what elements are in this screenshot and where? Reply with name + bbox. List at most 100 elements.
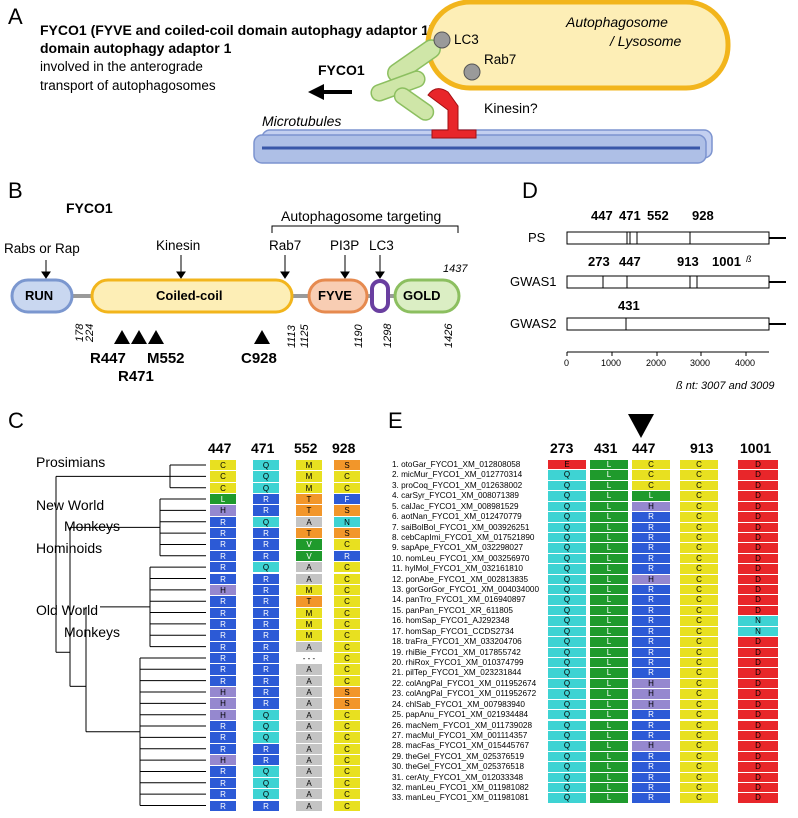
- c-cell: A: [296, 562, 322, 573]
- e-cell: L: [590, 553, 628, 564]
- c-cell: M: [296, 584, 322, 596]
- e-cell: Q: [548, 616, 586, 626]
- e-cell: C: [680, 532, 718, 543]
- d-g2-431: 431: [618, 298, 640, 313]
- e-cell: Q: [548, 522, 586, 532]
- c-cell: R: [210, 539, 236, 550]
- c-cell: R: [253, 652, 279, 664]
- down-arrow-icon: [628, 414, 654, 438]
- c-cell: R: [253, 539, 279, 550]
- e-row-label: 23. colAngPal_FYCO1_XM_011952672: [392, 689, 537, 699]
- c-cell: R: [210, 675, 236, 686]
- e-cell: Q: [548, 793, 586, 803]
- e-cell: C: [680, 689, 718, 699]
- c-cell: A: [296, 516, 322, 528]
- c-cell: R: [253, 675, 279, 686]
- e-row-label: 30. theGel_FYCO1_XM_025376518: [392, 762, 524, 772]
- e-cell: L: [590, 595, 628, 605]
- e-header-913: 913: [690, 440, 714, 456]
- c-cell: Q: [253, 482, 279, 494]
- c-cell: R: [253, 607, 279, 618]
- e-cell: E: [548, 460, 586, 470]
- c-cell: C: [334, 743, 360, 755]
- c-cell: M: [296, 607, 322, 618]
- e-cell: L: [590, 751, 628, 762]
- e-row-label: 15. panPan_FYCO1_XR_611805: [392, 605, 513, 615]
- c-cell: A: [296, 573, 322, 584]
- e-cell: Q: [548, 605, 586, 616]
- e-row-label: 5. calJac_FYCO1_XM_008981529: [392, 501, 519, 511]
- e-cell: C: [680, 730, 718, 741]
- e-cell: C: [680, 595, 718, 605]
- c-cell: C: [334, 573, 360, 584]
- group-owm-1: Old World: [36, 602, 98, 618]
- c-cell: Q: [253, 732, 279, 743]
- binder-lc3: LC3: [369, 238, 394, 253]
- e-cell: C: [680, 480, 718, 491]
- c-cell: C: [334, 732, 360, 743]
- e-row-label: 10. nomLeu_FYCO1_XM_003256970: [392, 553, 530, 563]
- e-cell: C: [680, 762, 718, 772]
- variant-r471: R471: [118, 368, 154, 385]
- e-cell: H: [632, 574, 670, 585]
- e-cell: D: [738, 491, 778, 501]
- e-cell: R: [632, 605, 670, 616]
- e-row-label: 14. panTro_FYCO1_XM_016940897: [392, 595, 526, 605]
- e-cell: C: [632, 470, 670, 480]
- e-cell: R: [632, 637, 670, 647]
- e-header-1001: 1001: [740, 440, 772, 456]
- c-cell: C: [334, 584, 360, 596]
- e-row-label: 20. rhiRox_FYCO1_XM_010374799: [392, 657, 524, 667]
- e-cell: Q: [548, 689, 586, 699]
- e-row-label: 11. hylMol_FYCO1_XM_032161810: [392, 564, 523, 574]
- c-cell: R: [210, 800, 236, 811]
- e-row-label: 29. theGel_FYCO1_XM_025376519: [392, 751, 524, 761]
- d-g1-1001: 1001: [712, 254, 741, 269]
- e-cell: L: [590, 574, 628, 585]
- gold-label: GOLD: [403, 288, 441, 303]
- e-cell: D: [738, 532, 778, 543]
- rab7-label: Rab7: [484, 52, 517, 67]
- e-cell: D: [738, 699, 778, 710]
- c-cell: H: [210, 709, 236, 721]
- e-cell: Q: [548, 512, 586, 522]
- e-cell: D: [738, 647, 778, 657]
- e-cell: Q: [548, 491, 586, 501]
- c-cell: F: [334, 494, 360, 505]
- e-cell: R: [632, 532, 670, 543]
- c-cell: C: [334, 709, 360, 721]
- lc3-circle: [433, 31, 451, 49]
- d-ps-447: 447: [591, 208, 613, 223]
- c-cell: A: [296, 721, 322, 732]
- c-cell: R: [334, 550, 360, 562]
- e-cell: D: [738, 522, 778, 532]
- c-cell: R: [253, 550, 279, 562]
- e-cell: N: [738, 616, 778, 626]
- e-cell: R: [632, 657, 670, 668]
- c-cell: C: [334, 618, 360, 630]
- c-cell: A: [296, 709, 322, 721]
- e-row-label: 7. saiBolBol_FYCO1_XM_003926251: [392, 522, 530, 532]
- c-cell: A: [296, 664, 322, 675]
- e-cell: Q: [548, 741, 586, 751]
- e-cell: Q: [548, 532, 586, 543]
- e-cell: Q: [548, 783, 586, 793]
- e-cell: R: [632, 626, 670, 637]
- c-cell: V: [296, 550, 322, 562]
- e-cell: R: [632, 710, 670, 720]
- variant-triangle: [114, 330, 130, 344]
- c-cell: Q: [253, 516, 279, 528]
- e-cell: D: [738, 574, 778, 585]
- run-domain: [10, 278, 74, 314]
- binder-kinesin: Kinesin: [156, 238, 201, 253]
- variant-triangle: [254, 330, 270, 344]
- e-cell: D: [738, 553, 778, 564]
- e-cell: L: [590, 616, 628, 626]
- e-cell: Q: [548, 730, 586, 741]
- e-cell: R: [632, 793, 670, 803]
- e-row-label: 24. chlSab_FYCO1_XM_007983940: [392, 699, 525, 709]
- e-cell: D: [738, 689, 778, 699]
- c-cell: C: [334, 482, 360, 494]
